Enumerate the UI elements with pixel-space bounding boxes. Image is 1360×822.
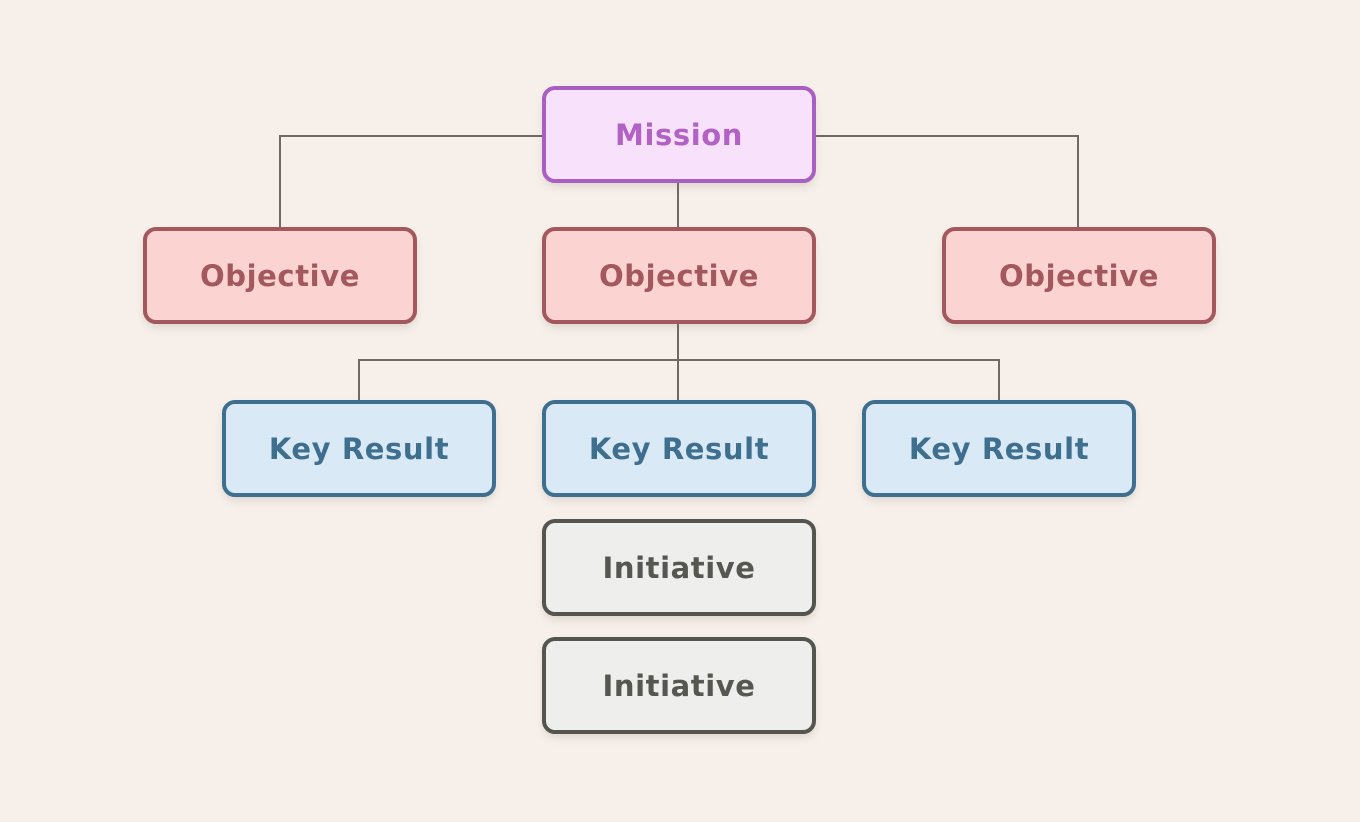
mission-node: Mission xyxy=(542,86,816,183)
connector-mission-right-horizontal xyxy=(816,135,1079,137)
connector-mission-left-horizontal xyxy=(279,135,543,137)
key-result-left-label: Key Result xyxy=(268,431,450,466)
objective-center-label: Objective xyxy=(599,258,759,293)
key-result-right-label: Key Result xyxy=(908,431,1090,466)
connector-objective-keyresult-right xyxy=(998,359,1000,400)
objective-left-node: Objective xyxy=(143,227,417,324)
initiative-bottom-label: Initiative xyxy=(602,668,756,703)
connector-keyresults-horizontal xyxy=(358,359,1000,361)
key-result-center-node: Key Result xyxy=(542,400,816,497)
connector-objective-keyresult-left xyxy=(358,359,360,400)
connector-mission-objective-center xyxy=(677,183,679,227)
objective-right-label: Objective xyxy=(999,258,1159,293)
initiative-top-node: Initiative xyxy=(542,519,816,616)
key-result-center-label: Key Result xyxy=(588,431,770,466)
initiative-top-label: Initiative xyxy=(602,550,756,585)
mission-label: Mission xyxy=(614,117,744,152)
objective-right-node: Objective xyxy=(942,227,1216,324)
key-result-right-node: Key Result xyxy=(862,400,1136,497)
connector-mission-objective-right xyxy=(1077,135,1079,227)
connector-objective-keyresult-center xyxy=(677,324,679,400)
connector-mission-objective-left xyxy=(279,135,281,227)
objective-center-node: Objective xyxy=(542,227,816,324)
initiative-bottom-node: Initiative xyxy=(542,637,816,734)
objective-left-label: Objective xyxy=(200,258,360,293)
key-result-left-node: Key Result xyxy=(222,400,496,497)
